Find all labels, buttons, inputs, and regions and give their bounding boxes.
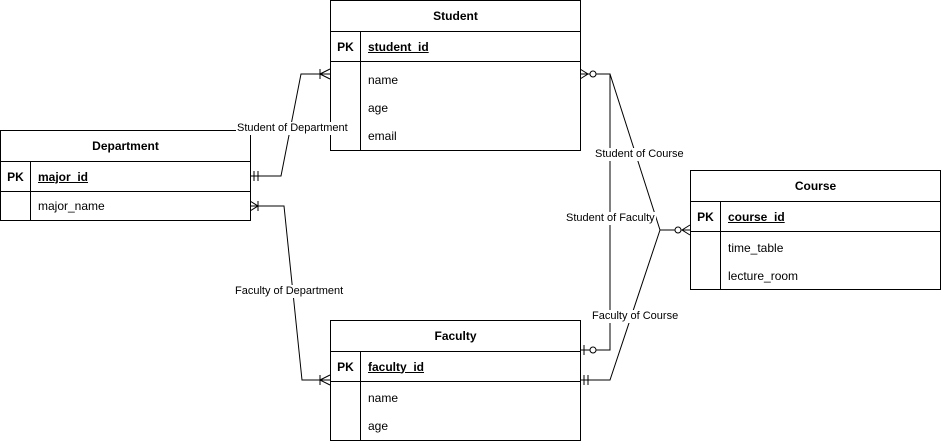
crowfoot-marker [319, 68, 331, 80]
edge-faculty-course [580, 229, 661, 381]
relationship-label: Faculty of Department [234, 285, 345, 298]
pk-row: PK major_id [1, 162, 250, 192]
pk-label: PK [691, 202, 721, 231]
pk-field: major_id [38, 169, 89, 184]
pk-row: PK faculty_id [331, 352, 580, 382]
attribute: email [368, 129, 397, 143]
pk-field: course_id [728, 209, 785, 224]
attribute: name [368, 73, 399, 87]
pk-row: PK student_id [331, 32, 580, 62]
entity-title: Course [691, 171, 940, 202]
pk-field: faculty_id [368, 359, 425, 374]
relationship-label: Student of Faculty [565, 212, 656, 225]
pk-field: student_id [368, 39, 429, 54]
crowfoot-marker [319, 374, 331, 386]
attribute: major_name [38, 199, 105, 213]
course-entity[interactable]: Course PK course_id time_table lecture_r… [690, 170, 941, 290]
entity-title: Student [331, 1, 580, 32]
zero-marker [674, 226, 682, 234]
crowfoot-marker [681, 224, 691, 236]
entity-title: Department [1, 131, 250, 162]
crowfoot-marker [579, 68, 589, 80]
attribute: age [368, 419, 389, 433]
pk-label: PK [331, 352, 361, 381]
zero-marker [589, 70, 597, 78]
relationship-label: Student of Course [594, 148, 685, 161]
attribute: age [368, 101, 389, 115]
relationship-label: Faculty of Course [591, 310, 680, 323]
student-entity[interactable]: Student PK student_id name age email [330, 0, 581, 151]
relationship-label: Student of Department [236, 122, 349, 135]
pk-label: PK [331, 32, 361, 61]
pk-row: PK course_id [691, 202, 940, 232]
department-entity[interactable]: Department PK major_id major_name [0, 130, 251, 221]
entity-title: Faculty [331, 321, 580, 352]
attribute: lecture_room [728, 269, 799, 283]
pk-label: PK [1, 162, 31, 191]
faculty-entity[interactable]: Faculty PK faculty_id name age [330, 320, 581, 441]
attribute: name [368, 391, 399, 405]
zero-marker [589, 346, 597, 354]
attribute: time_table [728, 241, 784, 255]
